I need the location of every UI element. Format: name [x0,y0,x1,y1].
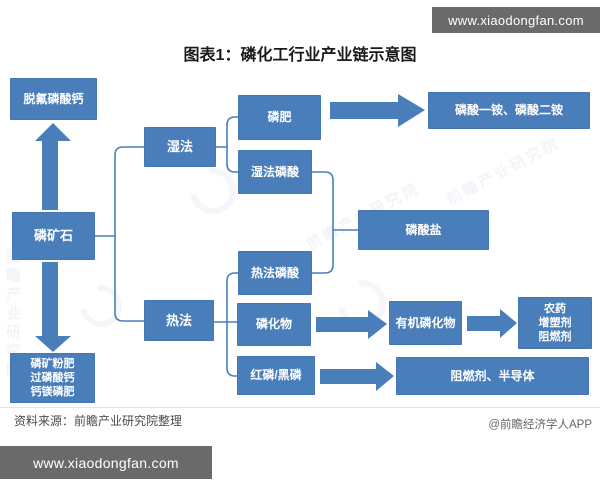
node-defluorinated-calcium-phosphate: 脱氟磷酸钙 [10,78,97,120]
credit-text: @前瞻经济学人APP [488,419,592,431]
node-thermal-phosphoric-acid: 热法磷酸 [238,251,312,295]
background-watermark-text: 前瞻产业研究院 [443,134,564,209]
node-thermal-process: 热法 [144,300,214,341]
arrow-right-icon [330,94,425,127]
node-phosphate-salts: 磷酸盐 [358,210,489,250]
node-rock-powder-fertilizers: 磷矿粉肥 过磷酸钙 钙镁磷肥 [10,353,95,403]
node-map-dap: 磷酸一铵、磷酸二铵 [428,92,590,129]
node-red-black-phosphorus: 红磷/黑磷 [237,356,315,395]
node-phosphate-fertilizer: 磷肥 [238,95,321,140]
connector-rock-to-processes [94,146,145,322]
node-organic-phosphides: 有机磷化物 [389,301,462,345]
top-watermark-url: www.xiaodongfan.com [448,12,584,28]
node-wet-process: 湿法 [144,127,216,167]
node-phosphate-rock: 磷矿石 [12,212,95,260]
node-flame-retardant-semiconductor: 阻燃剂、半导体 [396,357,589,395]
bottom-watermark-url: www.xiaodongfan.com [33,454,179,471]
arrow-down-icon [35,262,71,352]
connector-lines [94,116,359,377]
arrow-right-icon [320,362,394,391]
chart-title: 图表1：磷化工行业产业链示意图 [183,47,417,64]
connector-wet-branch [215,116,239,173]
connector-acids-to-salts [311,171,359,274]
connector-thermal-branch [213,272,239,377]
arrow-up-icon [35,123,71,210]
top-watermark-bar: www.xiaodongfan.com [432,7,600,33]
arrow-right-icon [467,309,517,338]
bottom-watermark-bar: www.xiaodongfan.com [0,446,212,479]
node-phosphides: 磷化物 [237,303,311,346]
arrow-right-icon [316,310,387,339]
source-note: 资料来源：前瞻产业研究院整理 [14,414,183,428]
watermark-logo-icon [328,270,396,338]
node-pesticide-plasticizer-flame-retardant: 农药 增塑剂 阻燃剂 [518,297,592,349]
node-wet-phosphoric-acid: 湿法磷酸 [238,150,312,194]
watermark-logo-icon [71,276,131,336]
footer-divider [0,407,600,408]
watermark-logo-icon [180,158,246,224]
